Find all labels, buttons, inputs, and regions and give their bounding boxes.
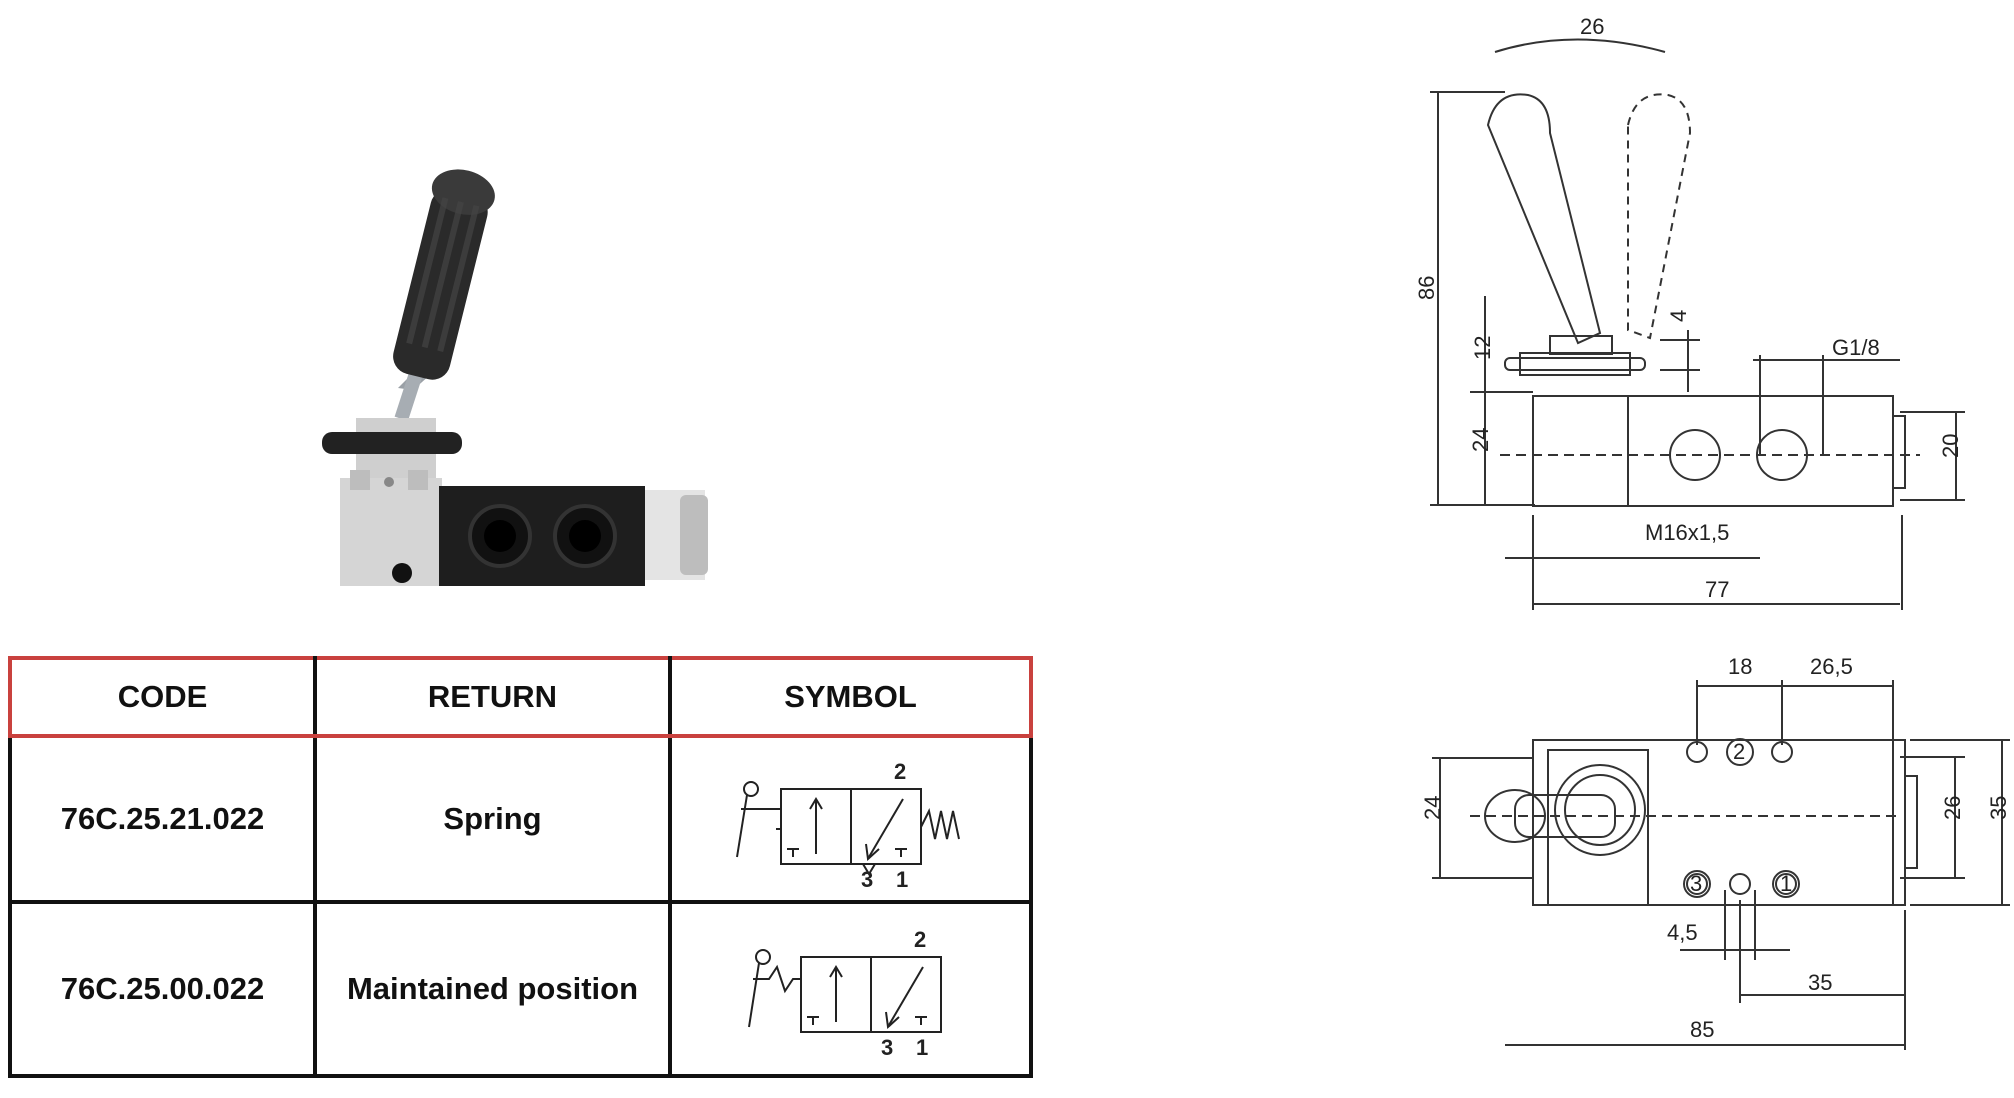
pneumatic-symbol-maintained: 2 3 1: [747, 927, 942, 1059]
front-view: 26 86 12 4 24 G1/8 20 M16x1,5 77: [1414, 14, 1965, 610]
sym2-port-1: 1: [916, 1035, 928, 1059]
port-label-2: 2: [1733, 739, 1745, 764]
cell-symbol: 2 3 1: [668, 734, 1033, 904]
dim-nut: 12: [1470, 336, 1495, 360]
cell-symbol: 2 3 1: [668, 900, 1033, 1078]
sym1-port-1: 1: [896, 867, 908, 889]
dim-hole-spacing: 35: [1808, 970, 1832, 995]
dim-body-height: 24: [1468, 428, 1493, 452]
header-return: RETURN: [313, 656, 672, 738]
dim-lever-angle: 26: [1580, 14, 1604, 39]
lever-handle: [393, 169, 495, 380]
header-symbol: SYMBOL: [668, 656, 1033, 738]
header-code: CODE: [8, 656, 317, 738]
dim-width-total: 35: [1986, 796, 2011, 820]
sym2-port-3: 3: [881, 1035, 893, 1059]
dim-hole-offset: 4,5: [1667, 920, 1698, 945]
lever-outline: [1486, 93, 1692, 345]
dim-mount-thread: M16x1,5: [1645, 520, 1729, 545]
dim-width-inner: 26: [1940, 796, 1965, 820]
port-label-3: 3: [1690, 871, 1702, 896]
cell-code: 76C.25.21.022: [8, 734, 317, 904]
dim-nut-small: 4: [1666, 310, 1691, 322]
dim-total-height: 86: [1414, 276, 1439, 300]
cell-return: Spring: [313, 734, 672, 904]
valve-photo: [322, 169, 708, 586]
table-row: 76C.25.00.022 Maintained position 2 3 1: [8, 900, 1033, 1078]
sym1-port-2: 2: [894, 759, 906, 784]
dim-port-thread: G1/8: [1832, 335, 1880, 360]
table-header: CODE RETURN SYMBOL: [8, 656, 1033, 738]
dim-port-offset: 26,5: [1810, 654, 1853, 679]
dim-width-left: 24: [1420, 796, 1445, 820]
table-row: 76C.25.21.022 Spring 2 3 1: [8, 734, 1033, 904]
cell-return: Maintained position: [313, 900, 672, 1078]
valve-nut: [322, 432, 462, 454]
sym1-port-3: 3: [861, 867, 873, 889]
dim-total-length: 85: [1690, 1017, 1714, 1042]
cell-code: 76C.25.00.022: [8, 900, 317, 1078]
port-label-1: 1: [1780, 871, 1792, 896]
top-view: 18 26,5 24 26 35 4,5 35 85 2 3 1: [1420, 654, 2011, 1050]
dim-port-pitch: 18: [1728, 654, 1752, 679]
spec-table: CODE RETURN SYMBOL 76C.25.21.022 Spring …: [8, 656, 1033, 1078]
valve-screw: [392, 563, 412, 583]
dim-body-inner: 20: [1938, 434, 1963, 458]
pneumatic-symbol-spring: 2 3 1: [735, 759, 960, 889]
valve-body: [340, 478, 442, 586]
sym2-port-2: 2: [914, 927, 926, 952]
dim-length: 77: [1705, 577, 1729, 602]
